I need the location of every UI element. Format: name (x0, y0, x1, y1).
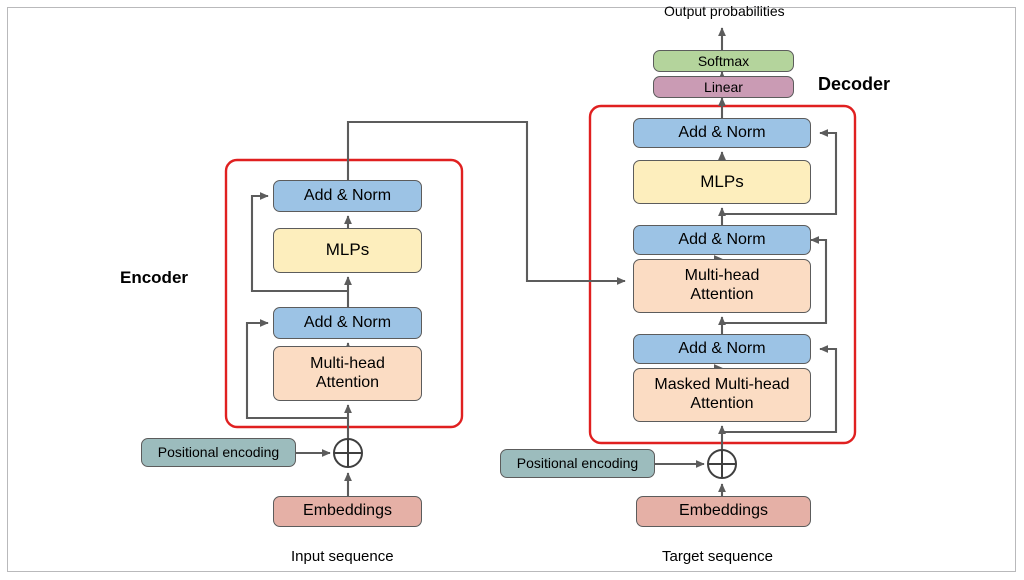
enc-add-norm-2-label: Add & Norm (303, 186, 392, 204)
dec-softmax[interactable]: Softmax (653, 50, 794, 72)
encoder-outline (224, 158, 464, 429)
output-probabilities-label: Output probabilities (664, 3, 785, 19)
dec-residual-3 (722, 129, 838, 216)
encoder-label: Encoder (120, 268, 189, 287)
dec-add-norm-2-label: Add & Norm (678, 230, 766, 248)
decoder-embeddings-label: Embeddings (679, 502, 768, 520)
encoder-positional-encoding-label: Positional encoding (157, 444, 280, 461)
encoder-positional-encoding[interactable]: Positional encoding (141, 438, 296, 467)
enc-residual-2 (250, 192, 348, 293)
dec-mlps[interactable]: MLPs (633, 160, 811, 204)
enc-add-norm-1-label: Add & Norm (303, 313, 392, 331)
decoder-positional-encoding-label: Positional encoding (516, 455, 639, 472)
dec-add-norm-2[interactable]: Add & Norm (633, 225, 811, 255)
enc-multi-head-attention-label: Multi-head Attention (310, 354, 385, 391)
dec-residual-2 (722, 236, 828, 325)
enc-mlps-label: MLPs (325, 240, 370, 260)
dec-masked-attention-label: Masked Multi-head Attention (654, 376, 790, 412)
decoder-positional-encoding[interactable]: Positional encoding (500, 449, 655, 478)
dec-add-norm-3-label: Add & Norm (678, 123, 766, 141)
dec-linear-label: Linear (704, 78, 743, 95)
dec-cross-attention[interactable]: Multi-head Attention (633, 259, 811, 313)
encoder-residual-adder (333, 438, 363, 468)
dec-cross-attention-label: Multi-head Attention (684, 267, 760, 303)
enc-mlps[interactable]: MLPs (273, 228, 422, 273)
decoder-label: Decoder (818, 74, 891, 94)
dec-linear[interactable]: Linear (653, 76, 794, 98)
enc-add-norm-2[interactable]: Add & Norm (273, 180, 422, 212)
decoder-residual-adder (707, 449, 737, 479)
enc-multi-head-attention[interactable]: Multi-head Attention (273, 346, 422, 401)
dec-masked-attention[interactable]: Masked Multi-head Attention (633, 368, 811, 422)
enc-add-norm-1[interactable]: Add & Norm (273, 307, 422, 339)
encoder-embeddings-label: Embeddings (303, 502, 392, 520)
dec-add-norm-1-label: Add & Norm (678, 339, 766, 357)
enc-residual-1 (245, 319, 348, 420)
input-sequence-label: Input sequence (291, 548, 394, 565)
enc-addnorm2-out (346, 120, 626, 285)
decoder-embeddings[interactable]: Embeddings (636, 496, 811, 527)
dec-add-norm-3[interactable]: Add & Norm (633, 118, 811, 148)
encoder-embeddings[interactable]: Embeddings (273, 496, 422, 527)
dec-residual-1 (722, 345, 838, 434)
dec-softmax-label: Softmax (697, 52, 750, 69)
dec-mlps-label: MLPs (700, 171, 744, 191)
dec-add-norm-1[interactable]: Add & Norm (633, 334, 811, 364)
target-sequence-label: Target sequence (662, 548, 773, 565)
